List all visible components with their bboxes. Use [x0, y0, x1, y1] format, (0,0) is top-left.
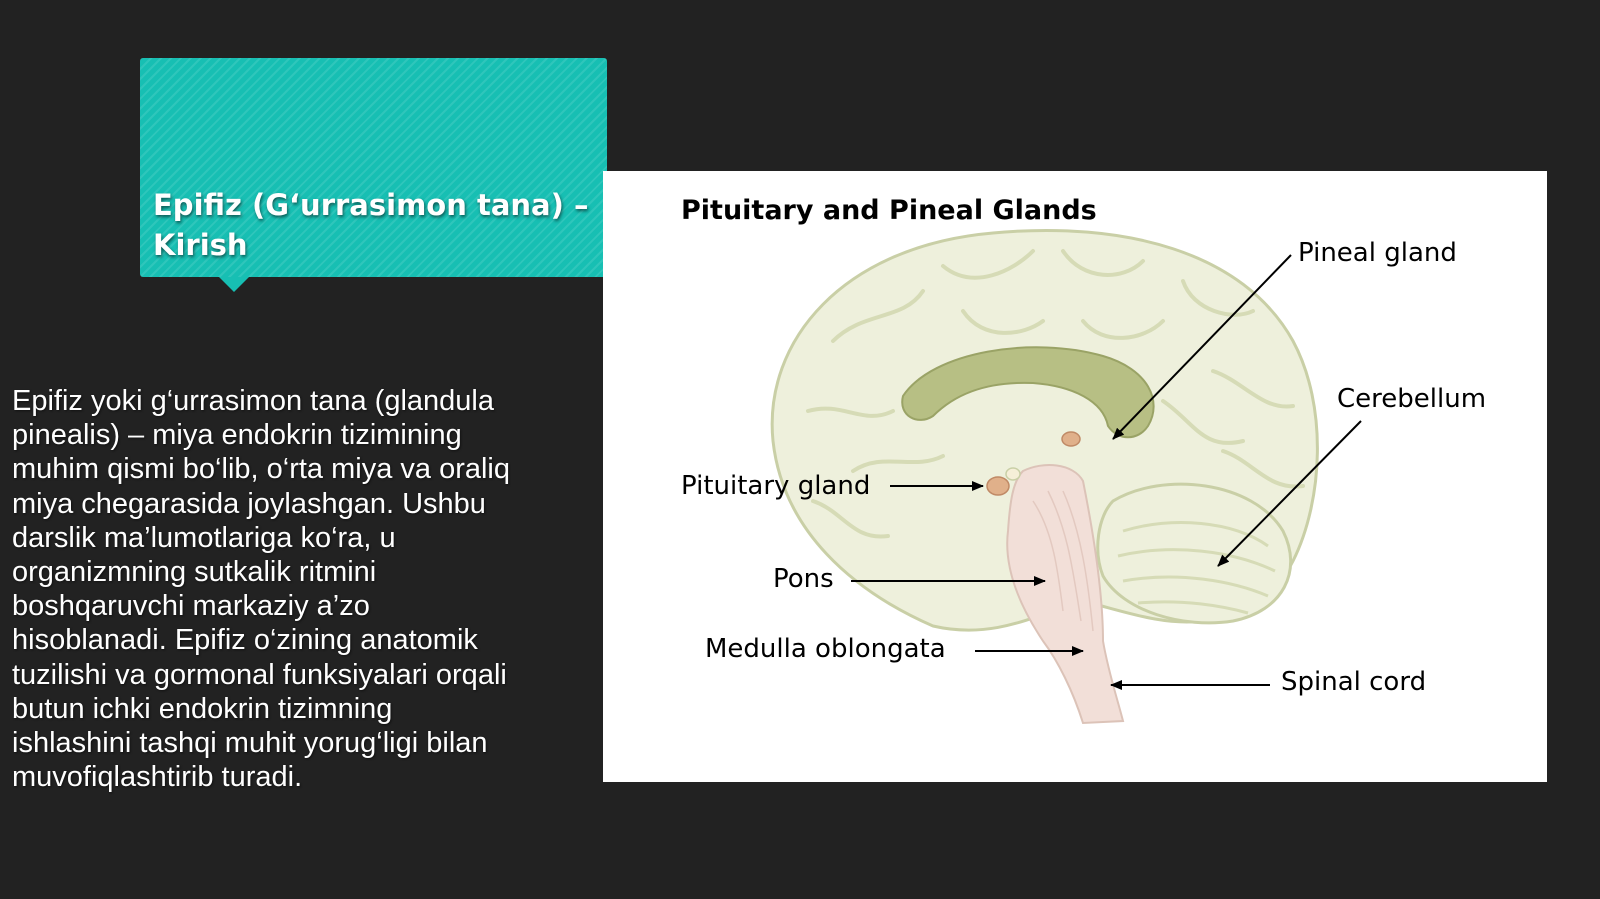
brainstem-fibers [1032, 490, 1094, 632]
label-spinal-cord: Spinal cord [1281, 667, 1426, 697]
label-pineal-gland: Pineal gland [1298, 238, 1457, 268]
brain-diagram: Pituitary and Pineal Glands Pineal gland… [681, 195, 1486, 725]
brainstem-shape [1006, 464, 1125, 725]
cerebellum-folia [1117, 521, 1276, 615]
pineal-shape [1061, 431, 1081, 447]
pituitary-shape [986, 476, 1010, 496]
label-pituitary-gland: Pituitary gland [681, 471, 870, 501]
title-pointer [219, 277, 249, 292]
arrow-cerebellum [1217, 420, 1362, 567]
brain-diagram-figure: Pituitary and Pineal Glands Pineal gland… [603, 171, 1547, 782]
mammillary-shape [1005, 467, 1021, 481]
diagram-heading: Pituitary and Pineal Glands [681, 195, 1097, 226]
label-cerebellum: Cerebellum [1337, 384, 1486, 414]
label-pons: Pons [773, 564, 834, 594]
slide-title: Epifiz (G‘urrasimon tana) – Kirish [153, 188, 589, 262]
title-box: Epifiz (G‘urrasimon tana) – Kirish [140, 58, 607, 277]
slide-body-text: Epifiz yoki g‘urrasimon tana (glandula p… [12, 385, 510, 794]
arrow-pineal [1112, 254, 1292, 440]
label-medulla-oblongata: Medulla oblongata [705, 634, 946, 664]
